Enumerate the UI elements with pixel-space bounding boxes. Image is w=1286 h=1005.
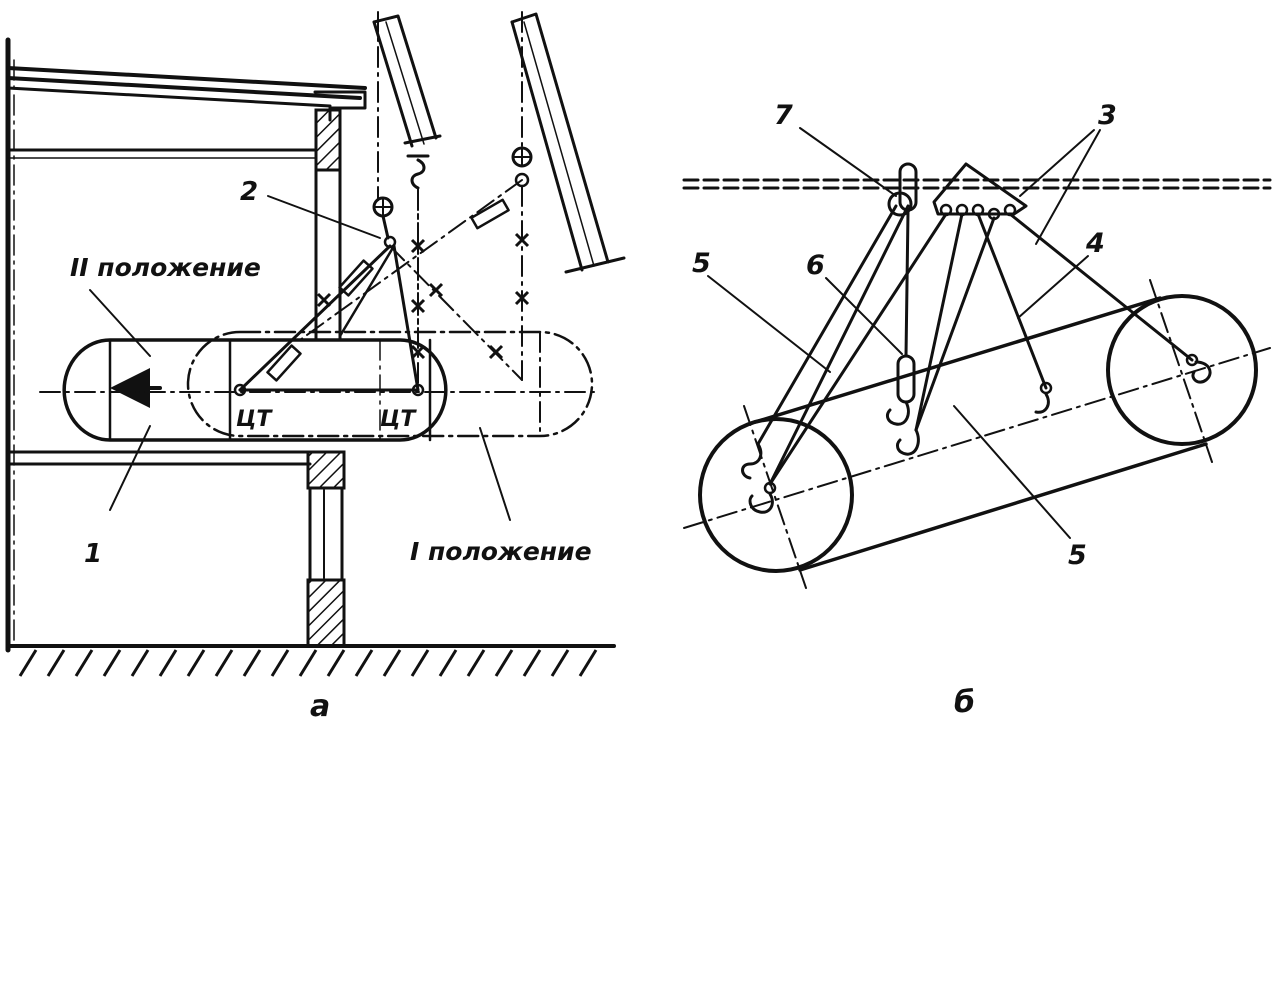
- roller-block-7: [887, 162, 918, 217]
- hooks-b: [741, 353, 1212, 514]
- traverse-plate-3: [932, 162, 1028, 221]
- leader-5-left: [707, 275, 831, 373]
- ground-hatching: [18, 649, 598, 677]
- label-num-4: 4: [1085, 228, 1105, 259]
- leader-2: [267, 195, 381, 239]
- label-num-3: 3: [1098, 100, 1117, 131]
- label-num-5-left: 5: [692, 248, 711, 279]
- figure-b: 7 3 5 6 4 5 б: [682, 100, 1272, 720]
- figure-a: II положение I положение ЦТ ЦТ 1 2 а: [5, 11, 626, 724]
- leader-1: [109, 425, 151, 511]
- hook-block-left: [372, 196, 397, 249]
- leader-4: [1017, 255, 1089, 319]
- label-cg-right: ЦТ: [380, 407, 417, 432]
- label-num-1: 1: [84, 539, 102, 569]
- leader-pos1: [479, 427, 511, 521]
- crane-boom-left: [372, 11, 442, 201]
- leader-7: [799, 127, 897, 197]
- tank-tilted: [683, 279, 1271, 589]
- leader-5-bottom: [953, 405, 1071, 539]
- leader-3b: [1035, 129, 1101, 245]
- leader-6: [825, 277, 903, 355]
- slings-solid: [233, 244, 425, 397]
- tank-position-i: [186, 330, 594, 438]
- slings-b: [756, 204, 1194, 486]
- hook-block-right: [511, 146, 533, 381]
- tank-position-ii: [62, 338, 448, 442]
- label-num-6: 6: [806, 250, 825, 281]
- caption-b: б: [954, 685, 975, 720]
- label-position-ii: II положение: [70, 253, 261, 282]
- leader-pos2: [89, 289, 151, 357]
- label-num-7: 7: [774, 100, 793, 131]
- label-num-5-bottom: 5: [1068, 540, 1087, 571]
- building-wall: [5, 37, 616, 677]
- crane-boom-right: [510, 11, 626, 274]
- label-position-i: I положение: [410, 537, 592, 566]
- label-num-2: 2: [240, 177, 258, 207]
- caption-a: а: [310, 689, 330, 724]
- leader-3a: [1019, 129, 1095, 197]
- label-cg-left: ЦТ: [236, 407, 273, 432]
